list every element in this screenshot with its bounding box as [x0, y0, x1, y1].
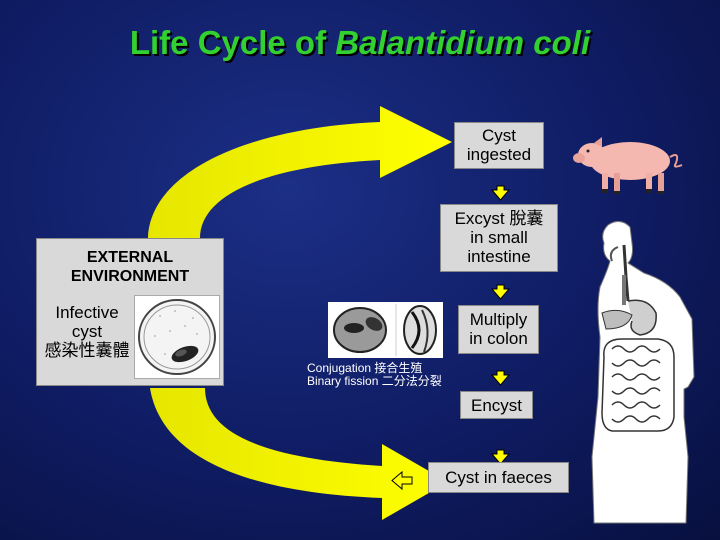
human-digestive-icon [591, 221, 695, 524]
conjugation-label: Conjugation 接合生殖 [307, 361, 423, 375]
external-environment-panel: EXTERNAL ENVIRONMENT Infective cyst 感染性囊… [36, 238, 224, 386]
step-multiply: Multiply in colon [458, 305, 539, 354]
cyst-drawing [138, 299, 216, 375]
step-cyst-in-faeces-label: Cyst in faeces [445, 468, 552, 487]
step-excyst: Excyst 脫囊 in small intestine [440, 204, 558, 272]
arrow-left-faeces [391, 470, 413, 491]
pig-icon [573, 137, 683, 194]
arrow-down-3 [490, 370, 511, 386]
infective-cyst-image [134, 295, 220, 379]
title-species: Balantidium coli [335, 24, 591, 61]
step-excyst-label: Excyst 脫囊 in small intestine [454, 209, 544, 266]
arrow-down-4 [490, 449, 511, 465]
step-encyst: Encyst [460, 391, 533, 419]
reproduction-image [328, 302, 443, 358]
title-prefix: Life Cycle of [129, 24, 336, 61]
reproduction-labels: Conjugation 接合生殖 Binary fission 二分法分裂 [307, 362, 442, 388]
infective-cyst-label: Infective cyst 感染性囊體 [44, 303, 130, 360]
page-title: Life Cycle of Balantidium coli [0, 24, 720, 62]
upper-cycle-arrow [148, 106, 452, 238]
flow-arrows [391, 185, 511, 491]
binary-fission-label: Binary fission 二分法分裂 [307, 374, 442, 388]
step-encyst-label: Encyst [470, 396, 523, 415]
step-cyst-ingested: Cyst ingested [454, 122, 544, 169]
step-cyst-ingested-label: Cyst ingested [466, 126, 532, 164]
lower-cycle-arrow [150, 388, 448, 520]
ciliate-drawing [333, 304, 437, 356]
arrow-down-2 [490, 284, 511, 300]
step-cyst-in-faeces: Cyst in faeces [428, 462, 569, 493]
step-multiply-label: Multiply in colon [469, 310, 528, 348]
arrow-down-1 [490, 185, 511, 201]
external-environment-title: EXTERNAL ENVIRONMENT [70, 249, 190, 285]
